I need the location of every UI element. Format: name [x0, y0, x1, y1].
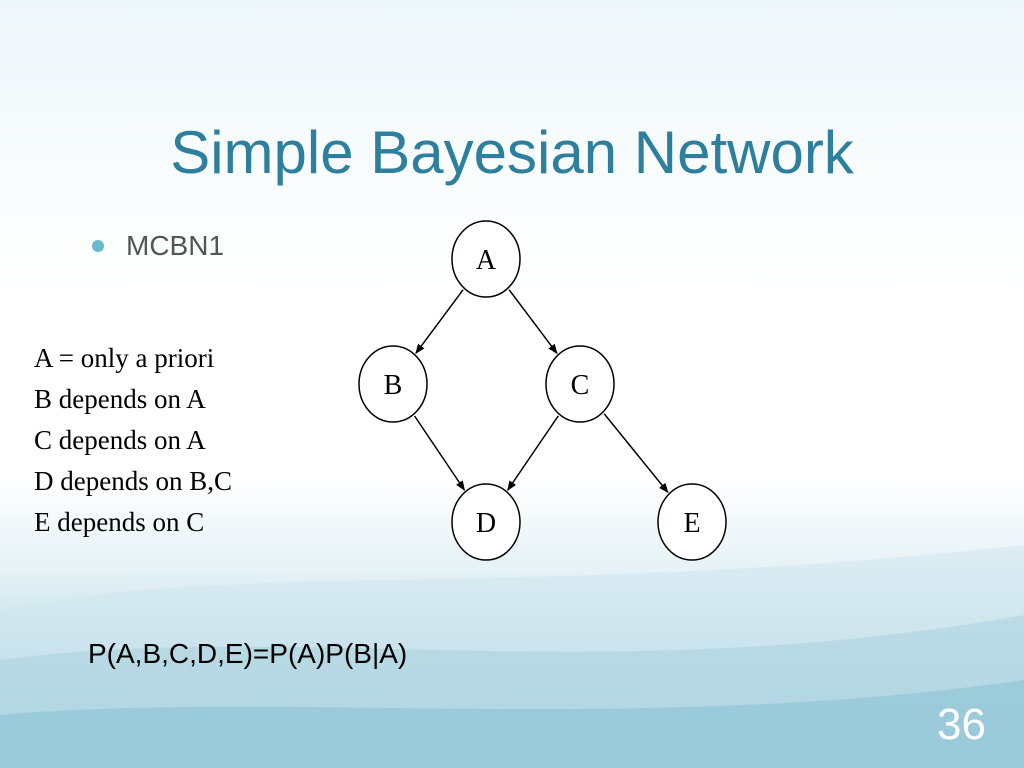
slide-title: Simple Bayesian Network — [170, 119, 854, 186]
node-label: D — [476, 508, 496, 539]
edge-a-to-b — [415, 289, 464, 354]
edge-a-to-c — [508, 289, 558, 355]
node-circle — [657, 483, 727, 561]
joint-probability-formula: P(A,B,C,D,E)=P(A)P(B|A) — [88, 638, 408, 669]
node-label: A — [476, 245, 497, 276]
bullet-dot-icon — [92, 240, 104, 252]
node-c: C — [545, 345, 615, 423]
bullet-text: MCBN1 — [126, 230, 225, 261]
node-d: D — [451, 483, 521, 561]
description-line: B depends on A — [34, 384, 206, 414]
edge-c-to-d — [507, 415, 559, 491]
description-line: C depends on A — [34, 425, 206, 455]
edge-c-to-e — [603, 413, 669, 494]
edge-b-to-d — [413, 415, 466, 491]
node-label: E — [683, 508, 700, 539]
node-circle — [358, 345, 428, 423]
node-b: B — [358, 345, 428, 423]
node-e: E — [657, 483, 727, 561]
node-label: C — [571, 370, 590, 401]
node-a: A — [451, 220, 521, 298]
node-circle — [545, 345, 615, 423]
dependency-description: A = only a priori B depends on A C depen… — [34, 338, 232, 543]
bullet-item: MCBN1 — [92, 230, 224, 262]
node-circle — [451, 220, 521, 298]
description-line: E depends on C — [34, 507, 205, 537]
node-label: B — [384, 370, 403, 401]
slide-number: 36 — [937, 700, 986, 749]
description-line: A = only a priori — [34, 343, 215, 373]
description-line: D depends on B,C — [34, 466, 232, 496]
node-circle — [451, 483, 521, 561]
